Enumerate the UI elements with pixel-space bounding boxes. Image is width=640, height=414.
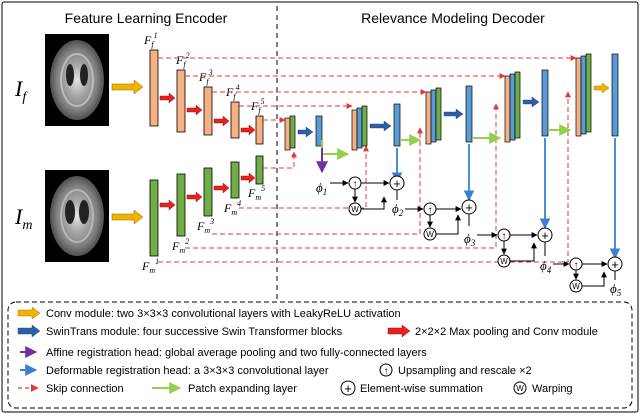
moving-block-3 — [203, 167, 213, 217]
label-ff3: Ff3 — [198, 68, 213, 86]
svg-text:↑: ↑ — [384, 366, 389, 377]
fixed-block-3 — [203, 86, 213, 136]
legend-patch-text: Patch expanding layer — [188, 383, 297, 395]
svg-text:W: W — [516, 384, 524, 393]
swin-blocks — [315, 53, 619, 147]
svg-text:+: + — [393, 176, 401, 191]
phi-5: ϕ5 — [610, 281, 622, 298]
conv-arrow-fixed — [111, 79, 144, 95]
phi-1: ϕ1 — [316, 180, 327, 197]
legend-upsample-icon — [379, 363, 393, 377]
operation-nodes — [348, 175, 623, 293]
legend-swin-text: SwinTrans module: four successive Swin T… — [46, 326, 343, 338]
label-fm1: Fm1 — [141, 257, 159, 275]
moving-feature-labels: Fm1 Fm2 Fm3 Fm4 Fm5 — [141, 184, 265, 275]
encoder-title: Feature Learning Encoder — [65, 10, 228, 26]
svg-text:↑: ↑ — [502, 231, 507, 242]
label-fm2: Fm2 — [171, 237, 189, 255]
legend-sum-icon — [340, 380, 356, 396]
encoder-moving-blocks — [149, 155, 264, 257]
label-fm3: Fm3 — [196, 217, 214, 235]
deformable-head-arrows — [391, 138, 621, 260]
legend-pool-text: 2×2×2 Max pooling and Conv module — [415, 326, 598, 338]
label-fm4: Fm4 — [223, 199, 241, 217]
label-ff1: Ff1 — [143, 31, 158, 49]
moving-block-1 — [149, 179, 159, 257]
decoder-concat-5 — [575, 53, 592, 137]
fixed-block-4 — [230, 101, 240, 139]
svg-text:+: + — [344, 381, 352, 396]
phi-4: ϕ4 — [540, 258, 552, 275]
legend-pool-arrow — [387, 324, 411, 338]
phi-2: ϕ2 — [392, 201, 404, 218]
legend: Conv module: two 3×3×3 convolutional lay… — [17, 306, 598, 396]
conv-arrow-decoder — [593, 82, 610, 94]
fixed-block-2 — [176, 69, 186, 133]
moving-block-2 — [176, 173, 186, 237]
fixed-input-label: If — [14, 76, 28, 105]
label-ff5: Ff5 — [250, 97, 265, 115]
decoder-title: Relevance Modeling Decoder — [361, 10, 545, 26]
legend-swin-arrow — [17, 324, 41, 338]
label-fm5: Fm5 — [247, 184, 265, 202]
pool-arrows-moving — [159, 172, 256, 211]
skip-connections-fixed — [158, 55, 577, 123]
legend-deform-text: Deformable registration head: a 3×3×3 co… — [46, 365, 329, 377]
svg-text:W: W — [426, 230, 434, 239]
decoder-concat-3 — [425, 87, 442, 145]
svg-text:+: + — [465, 200, 473, 215]
legend-sum-text: Element-wise summation — [360, 383, 483, 395]
legend-affine-text: Affine registration head: global average… — [46, 347, 427, 359]
svg-text:↑: ↑ — [353, 179, 358, 190]
phi-3: ϕ3 — [464, 231, 476, 248]
encoder-fixed-blocks — [149, 49, 264, 145]
legend-skip-text: Skip connection — [46, 383, 124, 395]
phi-labels: ϕ1 ϕ2 ϕ3 ϕ4 ϕ5 — [316, 180, 622, 298]
conv-arrow-moving — [111, 209, 144, 225]
legend-box — [7, 301, 633, 409]
moving-image — [45, 170, 109, 262]
legend-upsample-text: Upsampling and rescale ×2 — [398, 365, 532, 377]
fixed-block-1 — [149, 49, 159, 127]
decoder-concat-4 — [504, 71, 521, 143]
moving-block-5 — [255, 155, 264, 185]
swin-arrows — [297, 96, 540, 138]
fixed-image — [45, 34, 109, 126]
legend-conv-arrow — [17, 306, 41, 320]
svg-text:W: W — [500, 257, 508, 266]
flow-arrows — [330, 180, 616, 287]
fixed-block-5 — [255, 115, 264, 145]
pool-arrows-fixed — [159, 92, 256, 136]
svg-text:W: W — [572, 282, 580, 291]
svg-text:↑: ↑ — [428, 205, 433, 216]
svg-text:↑: ↑ — [574, 260, 579, 271]
svg-text:+: + — [611, 257, 619, 272]
legend-conv-text: Conv module: two 3×3×3 convolutional lay… — [46, 308, 401, 320]
operation-symbols: ↑ W + ↑ W + ↑ W + ↑ W + — [351, 176, 619, 291]
legend-warp-icon — [513, 381, 527, 395]
decoder-concat-1 — [284, 115, 296, 151]
decoder-concat-2 — [351, 105, 368, 151]
label-ff2: Ff2 — [175, 51, 190, 69]
moving-input-label: Im — [14, 204, 32, 233]
svg-text:W: W — [351, 205, 359, 214]
legend-warp-text: Warping — [532, 383, 573, 395]
moving-block-4 — [230, 161, 240, 199]
svg-text:+: + — [541, 228, 549, 243]
